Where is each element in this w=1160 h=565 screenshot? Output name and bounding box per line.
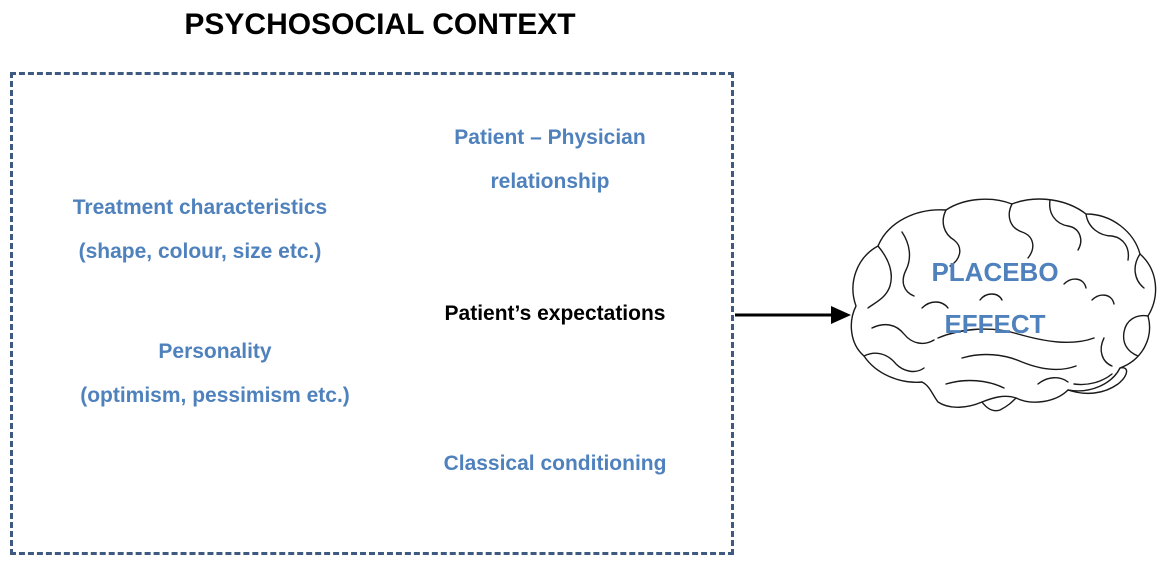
factor-line: Treatment characteristics (72, 196, 328, 219)
factor-line: Personality (158, 340, 272, 363)
factor-personality: Personality (optimism, pessimism etc.) (20, 330, 410, 418)
factor-line: Patient’s expectations (444, 302, 666, 325)
psychosocial-context-box (10, 72, 734, 555)
outcome-line: EFFECT (944, 309, 1046, 339)
factor-treatment-characteristics: Treatment characteristics (shape, colour… (20, 186, 380, 274)
factor-line: Patient – Physician (454, 126, 646, 149)
arrow-right-icon (735, 306, 851, 324)
factor-classical-conditioning: Classical conditioning (395, 442, 715, 486)
factor-patient-expectations: Patient’s expectations (405, 292, 705, 336)
placebo-effect-label: PLACEBO EFFECT (915, 246, 1075, 350)
factor-line: (optimism, pessimism etc.) (80, 384, 350, 407)
factor-patient-physician-relationship: Patient – Physician relationship (415, 116, 685, 204)
diagram-title: PSYCHOSOCIAL CONTEXT (184, 8, 576, 41)
outcome-line: PLACEBO (931, 257, 1059, 287)
factor-line: Classical conditioning (443, 452, 667, 475)
brain-icon (850, 198, 1157, 412)
factor-line: (shape, colour, size etc.) (78, 240, 322, 263)
factor-line: relationship (490, 170, 610, 193)
